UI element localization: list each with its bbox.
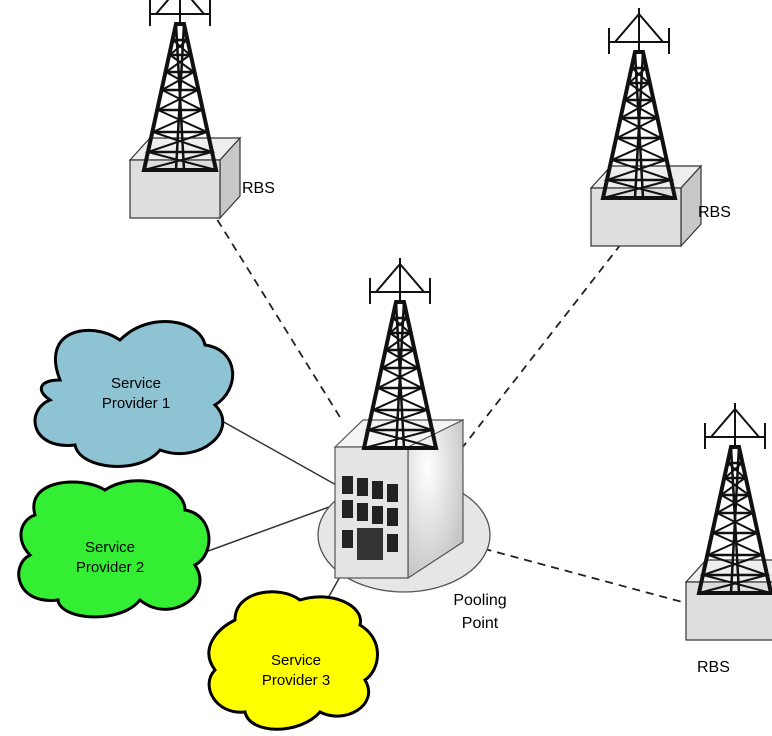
sp2-label-line1: Service xyxy=(85,539,135,556)
rbs-top-right-icon xyxy=(590,6,702,247)
pooling-point-label-line1: Pooling xyxy=(453,592,506,609)
service-provider-2-cloud xyxy=(17,479,211,619)
link-sp1 xyxy=(221,420,339,487)
rbs-top-left-icon xyxy=(129,0,241,219)
link-pooling-rbs-bottom-right xyxy=(469,544,687,604)
link-pooling-rbs-top-right xyxy=(461,243,622,449)
sp1-label-line2: Provider 1 xyxy=(102,395,170,412)
rbs-bottom-right-icon xyxy=(685,401,772,641)
pooling-point-label-line2: Point xyxy=(462,615,499,632)
link-sp2 xyxy=(199,502,341,555)
service-provider-3-cloud xyxy=(207,590,379,731)
rbs-top-left-label: RBS xyxy=(242,180,275,197)
sp2-label-line2: Provider 2 xyxy=(76,559,144,576)
rbs-top-right-label: RBS xyxy=(698,204,731,221)
sp3-label-line2: Provider 3 xyxy=(262,672,330,689)
rbs-bottom-right-label: RBS xyxy=(697,659,730,676)
sp3-label-line1: Service xyxy=(271,652,321,669)
pooling-point-building-icon xyxy=(333,419,465,580)
sp1-label-line1: Service xyxy=(111,375,161,392)
service-provider-1-cloud xyxy=(33,320,235,468)
